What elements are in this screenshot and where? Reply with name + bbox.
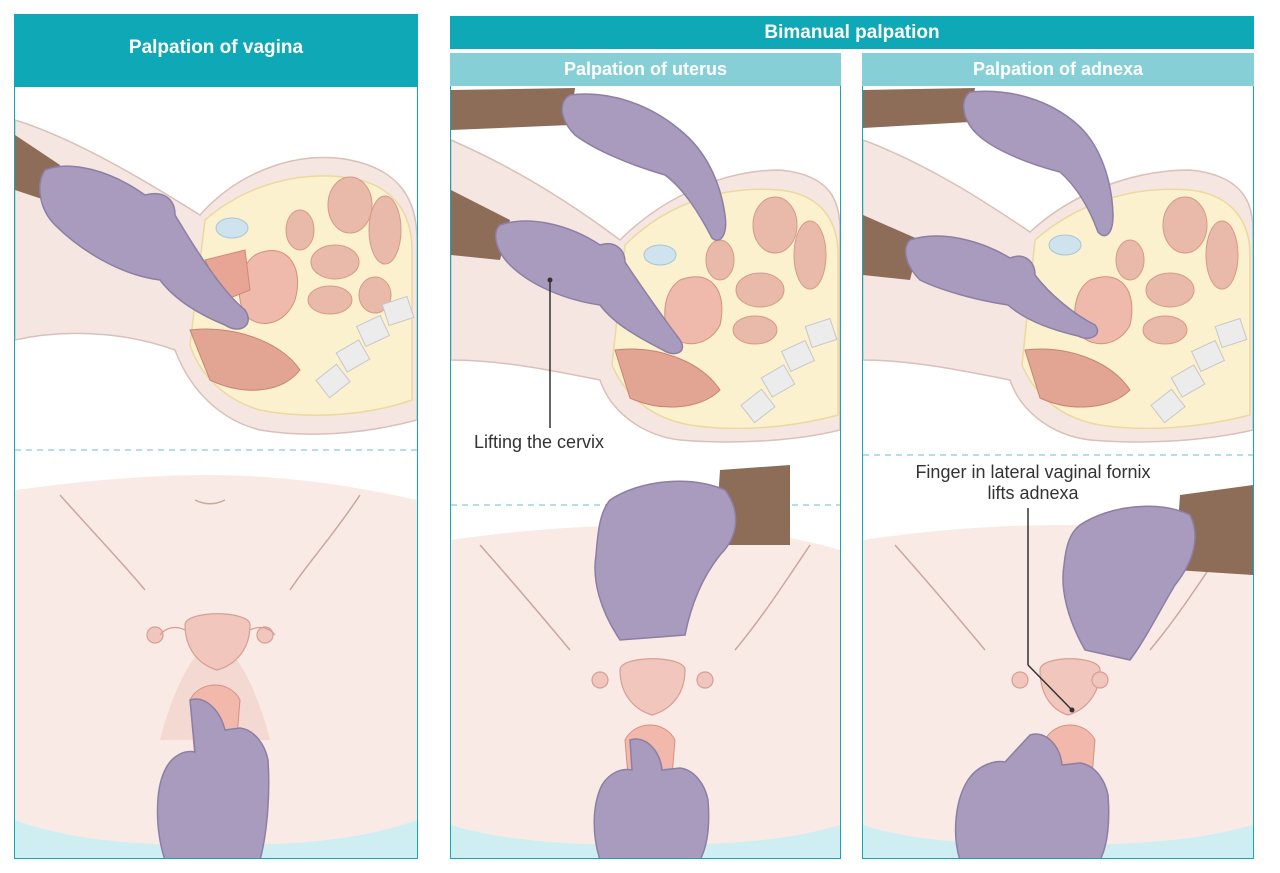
callout-lifting-the-cervix: Lifting the cervix xyxy=(474,432,605,452)
callout-finger-lifts-adnexa: Finger in lateral vaginal fornix lifts a… xyxy=(915,462,1151,503)
adnexa-illustration xyxy=(863,88,1253,858)
header-bimanual-palpation: Bimanual palpation xyxy=(450,16,1254,49)
vagina-illustration xyxy=(15,119,417,858)
header-palpation-of-uterus: Palpation of uterus xyxy=(450,53,841,86)
header-palpation-of-vagina: Palpation of vagina xyxy=(14,14,418,87)
uterus-illustration xyxy=(451,88,840,858)
header-palpation-of-adnexa: Palpation of adnexa xyxy=(862,53,1254,86)
